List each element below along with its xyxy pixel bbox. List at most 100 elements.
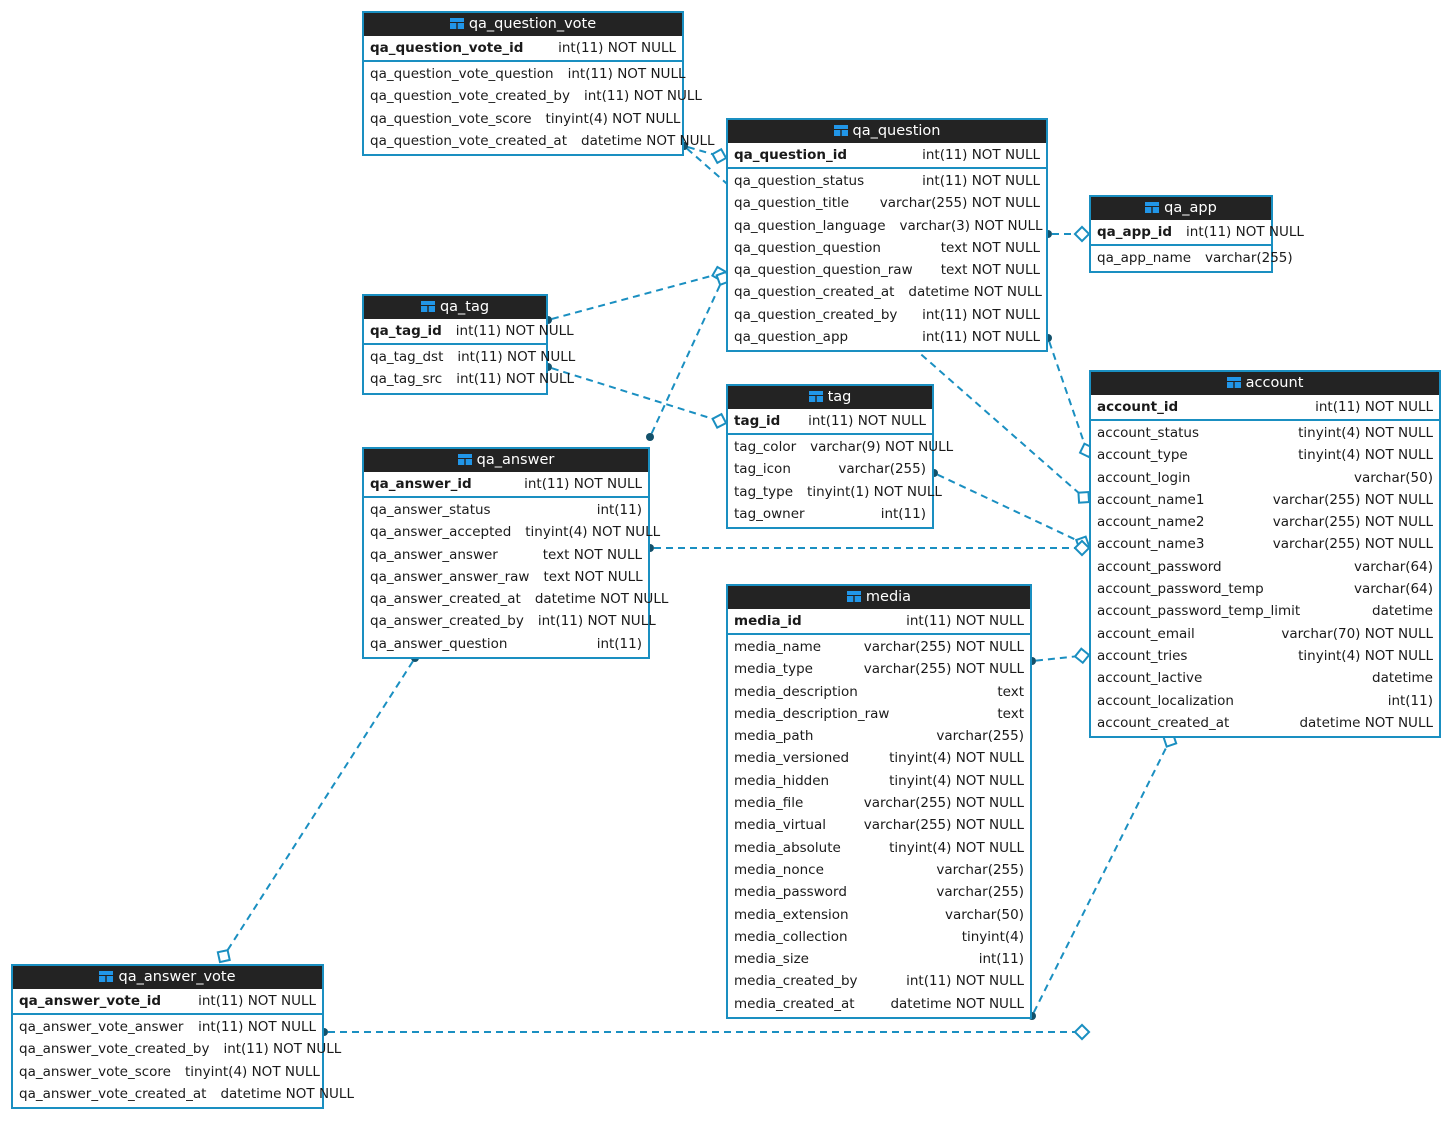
table-header-qa_question[interactable]: qa_question bbox=[728, 120, 1046, 143]
table-header-qa_app[interactable]: qa_app bbox=[1091, 197, 1271, 220]
table-title: qa_question bbox=[852, 123, 941, 139]
column-type: int(11) bbox=[596, 502, 642, 518]
column-type: int(11) NOT NULL bbox=[198, 1019, 316, 1035]
table-icon bbox=[99, 967, 114, 982]
column-name: qa_answer_vote_created_at bbox=[19, 1085, 207, 1102]
column-type: int(11) NOT NULL bbox=[455, 323, 574, 339]
table-header-tag[interactable]: tag bbox=[728, 386, 932, 409]
table-header-account[interactable]: account bbox=[1091, 372, 1439, 395]
column-type: int(11) NOT NULL bbox=[1315, 399, 1433, 415]
column-name: media_password bbox=[734, 884, 847, 901]
column-type: datetime bbox=[1372, 603, 1433, 620]
column-type: int(11) NOT NULL bbox=[922, 147, 1040, 163]
table-header-qa_answer_vote[interactable]: qa_answer_vote bbox=[13, 966, 322, 989]
table-header-media[interactable]: media bbox=[728, 586, 1030, 609]
table-header-qa_tag[interactable]: qa_tag bbox=[364, 296, 546, 319]
table-header-qa_answer[interactable]: qa_answer bbox=[364, 449, 648, 472]
column-name: qa_app_name bbox=[1097, 250, 1192, 266]
table-header-qa_question_vote[interactable]: qa_question_vote bbox=[364, 13, 682, 36]
table-title: tag bbox=[827, 389, 852, 405]
